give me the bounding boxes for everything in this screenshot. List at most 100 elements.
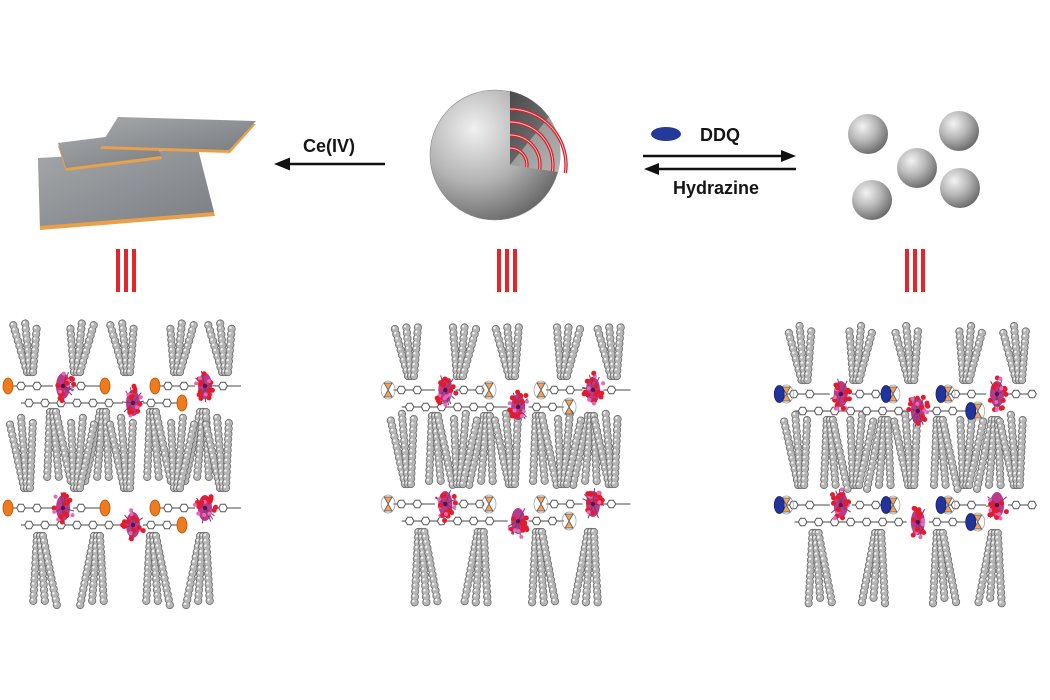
core-bond	[589, 374, 594, 391]
chain-bead-fill	[613, 322, 625, 380]
chain-bead-highlight	[37, 533, 45, 603]
linker	[785, 500, 830, 510]
chain-bead-highlight	[177, 417, 195, 488]
chain-bundle	[65, 316, 99, 377]
alkyl-chain	[51, 407, 76, 487]
core-cluster	[434, 375, 459, 407]
chain-bead-highlight	[570, 413, 588, 486]
orange-cap	[149, 377, 161, 395]
chain-bead-highlight	[491, 413, 509, 484]
chain-bead-highlight	[986, 417, 995, 487]
hydrazine-label: Hydrazine	[673, 178, 759, 198]
ring-unit	[72, 398, 82, 408]
ce-iv-arrow: Ce(IV)	[274, 136, 385, 171]
core-row	[2, 492, 241, 542]
chain-bundle	[490, 318, 523, 381]
ring-unit	[474, 385, 485, 395]
chain-bead-highlight	[27, 417, 33, 488]
bowtie-cap	[564, 513, 574, 529]
alkyl-chain	[401, 318, 416, 381]
bar	[921, 249, 925, 292]
core-cluster	[507, 508, 530, 539]
chain-bead-fill	[491, 322, 513, 380]
core-atom	[443, 402, 448, 407]
chain-bead-highlight	[1017, 414, 1023, 485]
alkyl-chain	[16, 412, 32, 493]
core-cluster	[830, 378, 853, 411]
chain-bead-fill	[106, 320, 128, 376]
alkyl-chain	[215, 316, 230, 377]
chain-bead-highlight	[174, 414, 183, 488]
alkyl-chain	[877, 528, 890, 611]
core-atom	[136, 525, 142, 531]
ring-unit	[88, 520, 98, 530]
alkyl-chain	[385, 411, 409, 489]
chain-bead-highlight	[492, 323, 509, 376]
core-atom	[586, 386, 591, 391]
core-atom	[55, 382, 61, 388]
ring-unit	[950, 500, 961, 510]
chain-bead-highlight	[890, 414, 909, 485]
chain-bead-highlight	[856, 325, 874, 380]
ring-unit	[947, 406, 958, 416]
core-bond	[444, 489, 452, 505]
alkyl-chain	[212, 412, 228, 493]
core-atom	[134, 517, 140, 523]
ring-unit	[468, 516, 479, 526]
core-atom	[441, 381, 447, 387]
chain-bundle	[104, 412, 138, 493]
alkyl-chain	[855, 323, 878, 385]
core-atom	[999, 500, 1005, 506]
chain-bead-highlight	[555, 413, 561, 484]
ring-unit	[861, 517, 872, 527]
core-row	[773, 487, 1037, 540]
core-atom	[590, 510, 596, 516]
sphere-cut-face	[510, 117, 561, 172]
blue-cap	[773, 385, 785, 403]
core-atom	[601, 381, 606, 386]
cap-ring	[380, 380, 396, 400]
layered-sphere	[429, 89, 568, 221]
ring-unit	[549, 385, 560, 395]
core-atom	[509, 526, 515, 532]
chain-bead-highlight	[387, 413, 405, 484]
core-cluster	[434, 489, 458, 523]
chain-bundle	[955, 320, 988, 385]
alkyl-chain	[25, 415, 38, 493]
chain-bead-highlight	[792, 411, 802, 485]
core-center	[994, 391, 1000, 397]
alkyl-chain	[151, 407, 176, 487]
ring-unit	[218, 381, 228, 391]
core-atom	[592, 401, 596, 406]
chain-bead-highlight	[150, 409, 159, 479]
chain-bundle	[203, 316, 237, 377]
equivalence-bars-center	[497, 249, 517, 292]
core-atom	[1003, 509, 1009, 515]
chain-bead-highlight	[50, 409, 59, 479]
ring-unit	[40, 520, 50, 530]
cap-ring	[561, 397, 577, 417]
chain-bead-highlight	[127, 417, 133, 488]
chain-bead-highlight	[214, 414, 223, 488]
end-cap	[380, 380, 396, 400]
core-atom	[434, 395, 440, 401]
chain-bead-fill	[449, 322, 461, 380]
alkyl-chain	[72, 412, 88, 493]
alkyl-chain	[502, 318, 516, 381]
chain-bundle	[528, 411, 561, 491]
chain-bead-fill	[875, 416, 889, 491]
core-bond	[132, 392, 142, 404]
linker	[73, 503, 100, 513]
alkyl-chain	[568, 411, 592, 491]
chain-bundle	[4, 412, 38, 493]
alkyl-chain	[965, 412, 989, 490]
ring-unit	[40, 398, 50, 408]
chain-bead-highlight	[418, 529, 427, 603]
ring-unit	[24, 520, 34, 530]
chain-bead-highlight	[487, 413, 493, 486]
core-atom	[523, 515, 529, 521]
core-atom	[445, 378, 451, 384]
alkyl-chain	[527, 527, 540, 611]
alkyl-chain	[148, 531, 163, 608]
alkyl-chain	[828, 415, 852, 495]
